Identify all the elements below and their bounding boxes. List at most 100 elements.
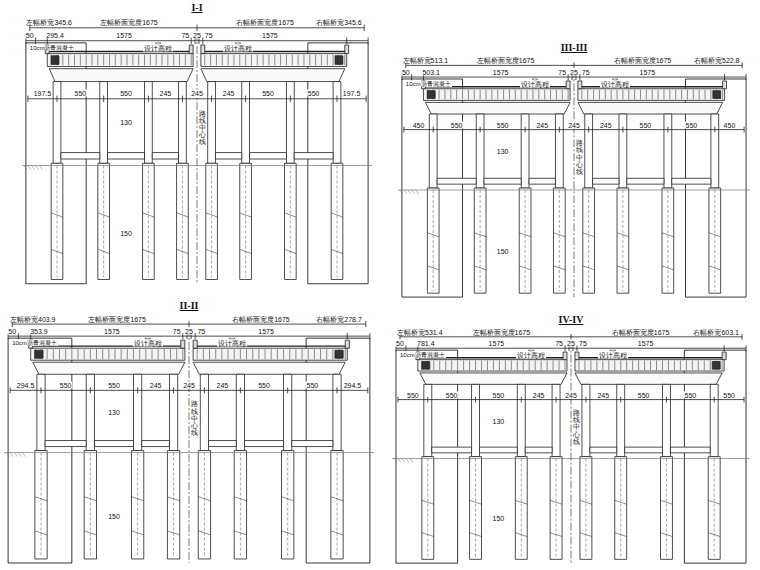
dimension-text: 130 — [119, 119, 133, 126]
dimension-text: 设计高程 — [217, 340, 247, 347]
deck-rib — [158, 349, 159, 359]
pile — [583, 188, 595, 293]
pile — [98, 163, 110, 279]
pile-axis — [475, 459, 476, 558]
dim-tick — [35, 37, 36, 43]
dimension-text: 550 — [73, 90, 87, 97]
pier-column — [521, 114, 529, 188]
cap-beam — [578, 102, 723, 114]
deck-rib — [320, 349, 321, 359]
pile-axis — [211, 165, 212, 277]
deck-rib — [451, 361, 452, 371]
dim-tick — [90, 387, 91, 393]
tie-beam — [94, 441, 133, 447]
dim-tick — [57, 96, 58, 102]
pile-axis — [433, 190, 434, 291]
deck-rib — [245, 55, 246, 66]
dim-tick — [714, 127, 715, 133]
deck-rib — [565, 361, 566, 371]
deck-rib — [222, 55, 223, 66]
end-block — [335, 350, 343, 358]
cap-beam — [420, 373, 567, 384]
dim-tick — [411, 74, 412, 80]
deck-rib — [246, 349, 247, 359]
deck-rib — [581, 90, 582, 100]
dimension-text: 294.5 — [16, 382, 36, 389]
dim-tick — [559, 127, 560, 133]
deck-rib — [503, 90, 504, 100]
deck-rib — [704, 361, 705, 371]
deck-rib — [295, 349, 296, 359]
dimension-text: 设计高程 — [520, 80, 550, 87]
dim-tick — [337, 96, 338, 102]
deck-rib — [191, 55, 192, 66]
deck-rib — [345, 349, 346, 359]
dimension-text: 550 — [305, 382, 319, 389]
pile — [131, 451, 143, 559]
dim-tick — [403, 127, 404, 133]
deck-rib — [681, 90, 682, 100]
dimension-text: 130 — [107, 409, 121, 416]
deck-rib — [722, 361, 723, 371]
dim-tick — [337, 387, 338, 393]
deck-rib — [568, 90, 569, 100]
deck-rib — [527, 90, 528, 100]
deck-rib — [308, 349, 309, 359]
dimension-text: 550 — [722, 391, 736, 398]
dimension-text: 550 — [261, 90, 275, 97]
deck-rib — [515, 90, 516, 100]
pile-axis — [588, 190, 589, 291]
dim-tick — [182, 96, 183, 102]
dimension-text: 245 — [190, 90, 204, 97]
pier-column — [286, 82, 294, 164]
deck-slab — [193, 348, 347, 360]
pile — [427, 188, 439, 293]
tie-beam — [432, 447, 472, 453]
deck-rib — [475, 361, 476, 371]
cap-beam — [201, 69, 345, 82]
deck-rib — [486, 90, 487, 100]
dim-tick — [397, 397, 398, 403]
deck-rib — [517, 361, 518, 371]
deck-rib — [481, 361, 482, 371]
ground-hatch — [10, 453, 13, 457]
pile — [198, 451, 210, 559]
pile — [285, 163, 297, 279]
dim-tick — [189, 321, 190, 327]
dimension-text: 245 — [149, 382, 163, 389]
deck-rib — [457, 361, 458, 371]
barrier — [722, 352, 726, 360]
dimension-text: 左幅桥面宽度1675 — [99, 19, 159, 26]
pile — [550, 457, 562, 560]
ground-hatch — [6, 453, 9, 457]
dimension-text: 550 — [639, 121, 653, 128]
dimension-text: 右幅桥面宽度1675 — [611, 329, 671, 336]
deck-slab — [575, 360, 724, 371]
deck-rib — [109, 55, 110, 66]
dimension-text: 550 — [59, 382, 73, 389]
deck-rib — [103, 55, 104, 66]
dim-tick — [366, 96, 367, 102]
ground-hatch — [394, 459, 397, 463]
pile-axis — [666, 459, 667, 558]
deck-rib — [62, 55, 63, 66]
barrier — [345, 340, 349, 348]
layer-note: 10cm沥青混凝土 — [405, 81, 452, 87]
tie-beam — [152, 153, 178, 159]
deck-rib — [271, 349, 272, 359]
ground-hatch — [402, 459, 405, 463]
dim-tick — [622, 127, 623, 133]
deck-rib — [240, 349, 241, 359]
deck-rib — [251, 55, 252, 66]
deck-rib — [622, 90, 623, 100]
dimension-text: 245 — [222, 90, 236, 97]
pile-axis — [290, 165, 291, 277]
deck-rib — [699, 90, 700, 100]
deck-rib — [474, 90, 475, 100]
dimension-text: 130 — [496, 148, 510, 155]
deck-rib — [239, 55, 240, 66]
deck-rib — [215, 349, 216, 359]
cap-beam — [33, 362, 185, 374]
dim-tick — [367, 387, 368, 393]
deck-rib — [614, 361, 615, 371]
